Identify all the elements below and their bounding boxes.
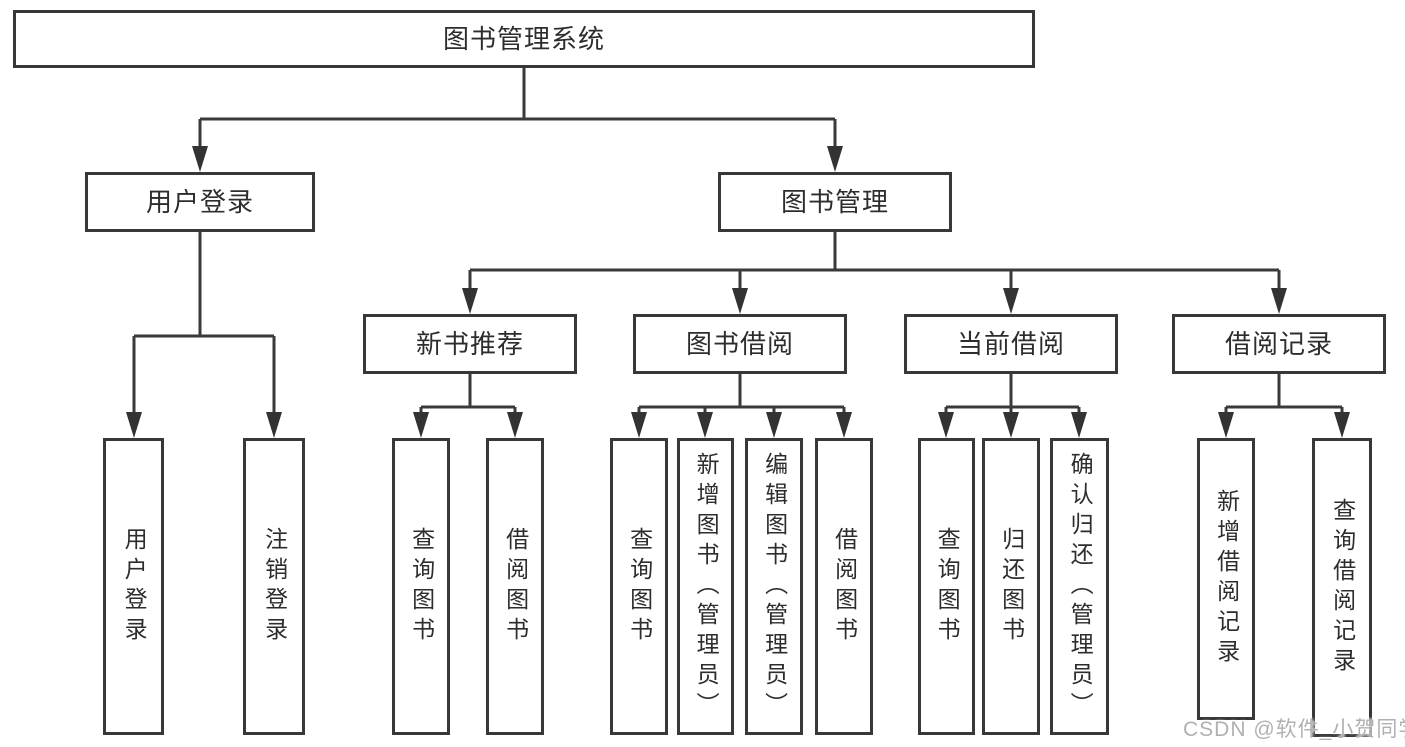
- leaf-cb-query-books-label: 查询图书: [934, 526, 961, 647]
- node-book-management-label: 图书管理: [780, 186, 889, 217]
- leaf-bb-edit-books-admin-label: 编辑图书（管理员）: [761, 451, 788, 722]
- node-book-borrowing-label: 图书借阅: [685, 328, 794, 359]
- leaf-cb-return-books: 归还图书: [982, 438, 1040, 735]
- node-new-book-recommend-label: 新书推荐: [415, 328, 524, 359]
- leaf-nbr-query-books: 查询图书: [392, 438, 450, 735]
- node-new-book-recommend: 新书推荐: [363, 314, 577, 374]
- leaf-bb-query-books-label: 查询图书: [626, 526, 653, 647]
- connector-current-borrowing: [938, 374, 1087, 438]
- leaf-bb-query-books: 查询图书: [610, 438, 668, 735]
- leaf-nbr-query-books-label: 查询图书: [408, 526, 435, 647]
- leaf-br-query-record: 查询借阅记录: [1312, 438, 1372, 737]
- leaf-br-query-record-label: 查询借阅记录: [1329, 497, 1356, 678]
- leaf-user-login: 用户登录: [103, 438, 164, 735]
- leaf-nbr-borrow-books: 借阅图书: [486, 438, 544, 735]
- node-root-label: 图书管理系统: [442, 23, 605, 54]
- leaf-logout-label: 注销登录: [261, 526, 288, 647]
- node-current-borrowing-label: 当前借阅: [956, 328, 1065, 359]
- connector-root: [192, 68, 843, 172]
- leaf-nbr-borrow-books-label: 借阅图书: [502, 526, 529, 647]
- leaf-bb-borrow-books: 借阅图书: [815, 438, 873, 735]
- leaf-bb-add-books-admin: 新增图书（管理员）: [677, 438, 734, 735]
- leaf-user-login-label: 用户登录: [121, 526, 148, 647]
- connector-borrowing-records: [1218, 374, 1350, 438]
- node-user-login: 用户登录: [85, 172, 315, 232]
- leaf-cb-confirm-return-admin-label: 确认归还（管理员）: [1067, 451, 1094, 722]
- node-user-login-label: 用户登录: [145, 186, 254, 217]
- csdn-watermark: CSDN @软件_小贺同学: [1183, 718, 1405, 741]
- leaf-cb-confirm-return-admin: 确认归还（管理员）: [1050, 438, 1109, 735]
- connector-book-borrowing: [631, 374, 852, 438]
- connector-new-book-recommend: [413, 374, 523, 438]
- connector-book-management: [462, 232, 1287, 314]
- node-borrowing-records: 借阅记录: [1172, 314, 1386, 374]
- leaf-br-add-record-label: 新增借阅记录: [1213, 489, 1240, 669]
- node-book-borrowing: 图书借阅: [633, 314, 847, 374]
- connector-user-login: [126, 232, 282, 438]
- node-current-borrowing: 当前借阅: [904, 314, 1118, 374]
- node-root: 图书管理系统: [13, 10, 1035, 68]
- leaf-logout: 注销登录: [243, 438, 305, 735]
- leaf-bb-borrow-books-label: 借阅图书: [831, 526, 858, 647]
- leaf-br-add-record: 新增借阅记录: [1197, 438, 1255, 720]
- leaf-bb-add-books-admin-label: 新增图书（管理员）: [693, 451, 720, 722]
- node-book-management: 图书管理: [718, 172, 952, 232]
- leaf-cb-return-books-label: 归还图书: [998, 526, 1025, 647]
- node-borrowing-records-label: 借阅记录: [1224, 328, 1333, 359]
- leaf-bb-edit-books-admin: 编辑图书（管理员）: [745, 438, 803, 735]
- leaf-cb-query-books: 查询图书: [918, 438, 975, 735]
